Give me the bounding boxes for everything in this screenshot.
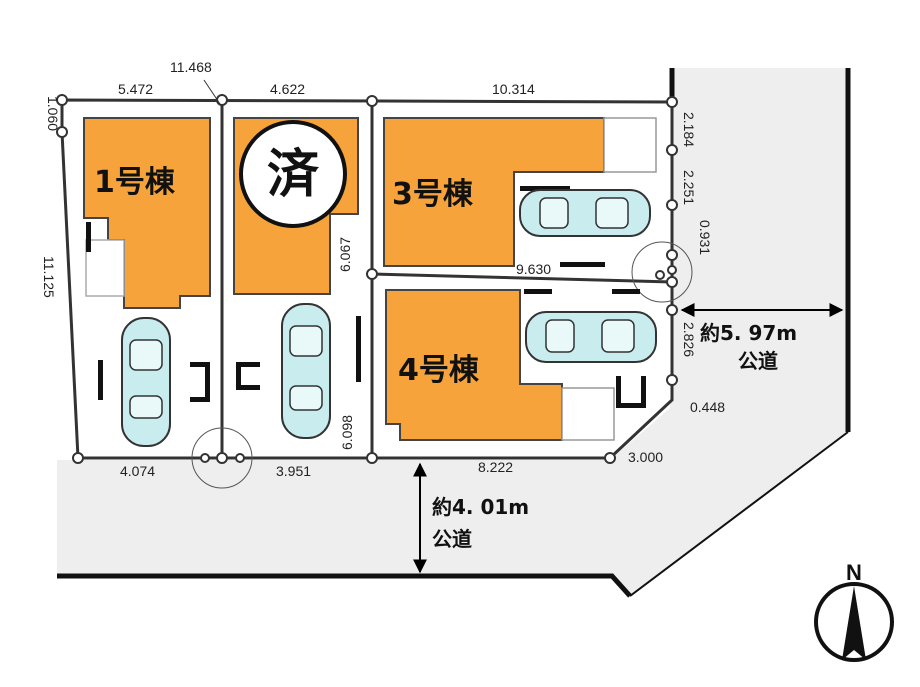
dim-left-top: 1.060 <box>45 96 61 131</box>
north-compass: N <box>814 560 894 662</box>
car-lot4 <box>525 311 657 363</box>
sold-badge: 済 <box>239 120 347 228</box>
utility-circle-south <box>191 427 253 489</box>
dim-top-total: 11.468 <box>170 59 212 75</box>
road-edge-diagonal <box>629 431 849 597</box>
lot1-label: 1号棟 <box>94 165 176 200</box>
dim-bottom-1: 4.074 <box>120 463 155 479</box>
dim-right-1: 2.184 <box>681 112 697 147</box>
boundary-markers <box>56 94 678 464</box>
dim-top-3: 10.314 <box>492 81 535 97</box>
car-lot2 <box>281 303 331 439</box>
building-lot1 <box>83 117 211 309</box>
dim-right-4: 2.826 <box>681 322 697 357</box>
lot4-label: 4号棟 <box>398 353 480 388</box>
compass-ring <box>814 582 894 662</box>
sold-badge-text: 済 <box>267 145 320 205</box>
dim-right-2: 2.251 <box>681 170 697 205</box>
dim-corner-2: 0.448 <box>690 399 725 415</box>
dim-leader <box>203 79 221 105</box>
porch-lot1 <box>85 239 125 297</box>
south-road <box>57 440 640 576</box>
dim-bottom-4: 8.222 <box>478 459 513 475</box>
dim-top-2: 4.622 <box>270 81 305 97</box>
road-edge-south <box>57 573 632 598</box>
divider-3-4 <box>371 272 673 284</box>
car-lot1 <box>121 317 171 447</box>
dim-top-1: 5.472 <box>118 81 153 97</box>
dim-right-3: 0.931 <box>697 220 713 255</box>
porch-lot3 <box>603 117 657 173</box>
parking-marks <box>86 186 646 408</box>
dim-mid-3: 9.630 <box>516 261 551 277</box>
south-road-width: 約4. 01m <box>432 495 529 519</box>
dim-mid-1: 6.067 <box>337 237 353 272</box>
east-road-width: 約5. 97m <box>700 321 797 345</box>
car-lot3 <box>519 189 651 237</box>
dim-corner-1: 3.000 <box>628 449 663 465</box>
dim-bottom-2: 3.951 <box>276 463 311 479</box>
porch-lot4 <box>561 387 615 441</box>
north-arrow-icon <box>842 586 866 660</box>
dim-mid-2: 6.098 <box>339 415 355 450</box>
east-road-type: 公道 <box>738 349 778 373</box>
utility-circle-east <box>631 241 693 303</box>
dim-left-side: 11.125 <box>41 256 57 298</box>
lot3-label: 3号棟 <box>392 177 474 212</box>
south-road-type: 公道 <box>432 527 472 551</box>
compass-north-label: N <box>846 560 862 585</box>
